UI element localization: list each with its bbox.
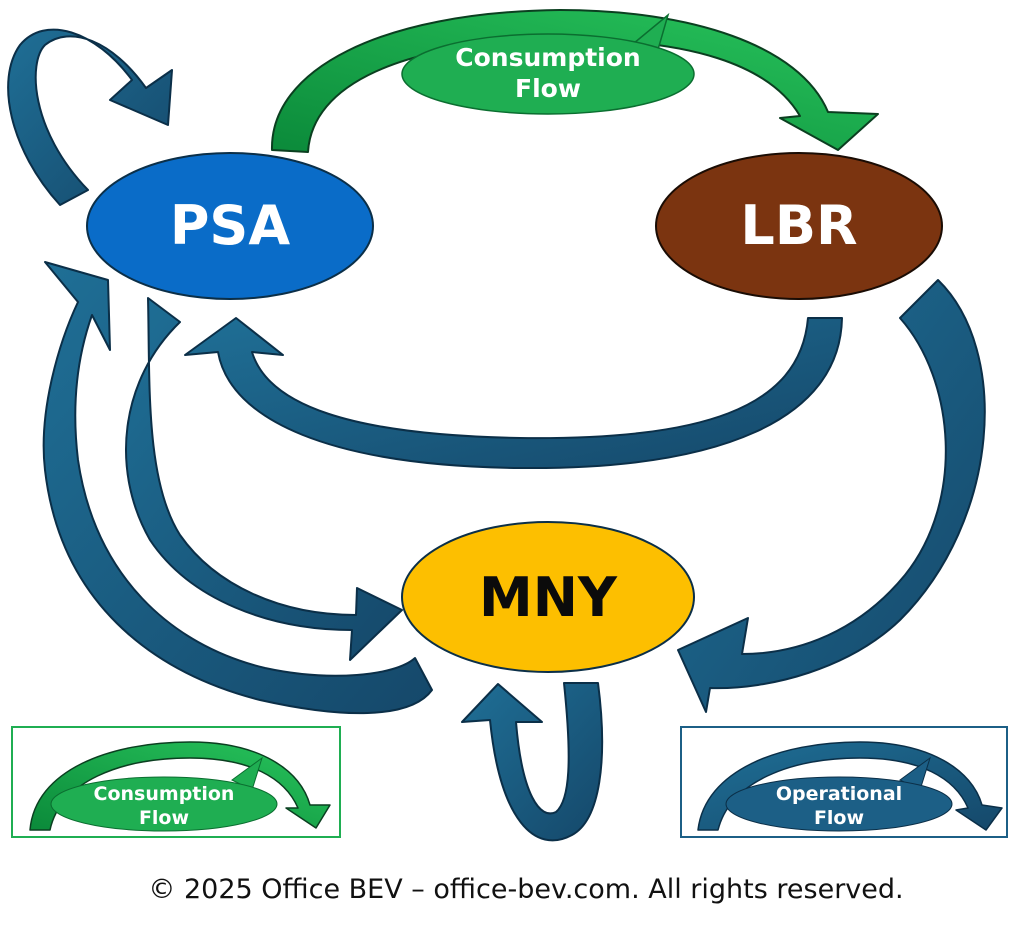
node-lbr-label: LBR xyxy=(740,194,857,257)
node-psa-shape xyxy=(86,152,374,300)
legend-consumption-line1: Consumption xyxy=(94,783,235,805)
node-mny: MNY xyxy=(401,521,695,673)
arrow-lbr-to-mny xyxy=(677,279,986,713)
node-psa: PSA xyxy=(86,152,374,300)
node-mny-shape xyxy=(401,521,695,673)
arrow-psa-to-mny xyxy=(125,297,403,661)
legend-operational-line2: Flow xyxy=(814,807,864,829)
arrow-lbr-to-psa xyxy=(184,317,843,470)
annotation-bubble xyxy=(401,33,695,115)
annotation-line2: Flow xyxy=(515,74,581,103)
arrow-psa-self-loop xyxy=(7,28,173,206)
legend-operational-line1: Operational xyxy=(776,783,902,805)
legend-operational: Operational Flow xyxy=(680,726,1008,838)
node-lbr-shape xyxy=(655,152,943,300)
node-mny-label: MNY xyxy=(479,566,618,629)
arrow-mny-self-loop xyxy=(461,682,604,842)
copyright-notice: © 2025 Office BEV – office-bev.com. All … xyxy=(148,874,904,905)
node-psa-label: PSA xyxy=(170,194,290,257)
legend-consumption: Consumption Flow xyxy=(11,726,341,838)
legend-consumption-bubble xyxy=(50,776,278,832)
arrow-mny-to-psa xyxy=(42,261,433,715)
legend-operational-bubble xyxy=(725,776,953,832)
node-lbr: LBR xyxy=(655,152,943,300)
legend-consumption-line2: Flow xyxy=(139,807,189,829)
consumption-flow-annotation: Consumption Flow xyxy=(401,12,695,115)
annotation-line1: Consumption xyxy=(455,43,640,72)
